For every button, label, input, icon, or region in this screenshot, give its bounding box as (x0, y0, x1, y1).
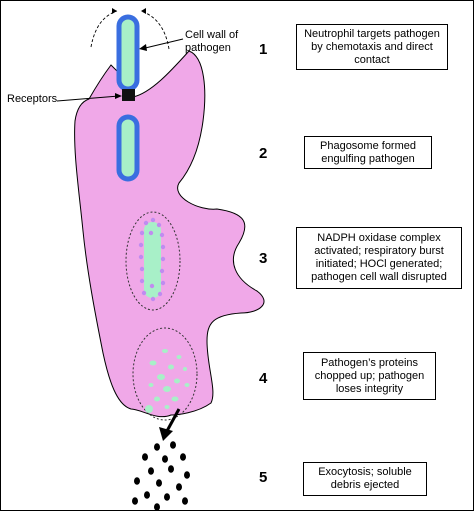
oxidant-dot (159, 268, 165, 274)
debris-particle (162, 455, 168, 463)
step-box-2: Phagosome formed engulfing pathogen (304, 136, 432, 169)
pathogen-fragment (145, 405, 153, 413)
pathogen-fragment (154, 396, 160, 402)
step-text-3: NADPH oxidase complex activated; respira… (311, 232, 447, 283)
step-number-4: 4 (259, 370, 268, 387)
debris-particle (142, 453, 148, 461)
oxidant-dot (157, 291, 163, 297)
step-box-5: Exocytosis; soluble debris ejected (303, 462, 427, 496)
chemotaxis-arrowhead-right (141, 8, 146, 14)
phagosome-membrane-step4 (132, 327, 198, 421)
step-box-3: NADPH oxidase complex activated; respira… (296, 227, 462, 289)
step-box-1: Neutrophil targets pathogen by chemotaxi… (296, 24, 448, 70)
step-number-3: 3 (259, 250, 268, 267)
cell-wall-pointer (140, 38, 184, 50)
pathogen-fragment (149, 360, 157, 366)
oxidant-dot (149, 283, 155, 289)
pathogen-fragment (168, 364, 174, 370)
cell-wall-label: Cell wall of pathogen (185, 29, 239, 54)
debris-particle (148, 467, 154, 475)
pathogen-fragment (174, 378, 180, 384)
oxidant-dot (139, 266, 145, 272)
debris-particle (154, 443, 160, 451)
debris-particle (170, 441, 176, 449)
step-number-5: 5 (259, 469, 268, 486)
ejected-debris (132, 441, 190, 510)
oxidant-dot (150, 296, 156, 302)
pathogen-fragment (164, 405, 170, 409)
pathogen-fragments (145, 349, 190, 413)
oxidant-dot (160, 256, 166, 262)
chemotaxis-arc-left (90, 10, 118, 48)
oxidant-dot (141, 290, 147, 296)
oxidant-dot (138, 254, 144, 260)
oxidant-dot (138, 242, 144, 248)
chemotaxis-arrowhead-left (112, 8, 117, 14)
pathogen-fragment (162, 349, 168, 353)
debris-particle (180, 453, 186, 461)
debris-particle (164, 493, 170, 501)
step-text-4: Pathogen’s proteins chopped up; pathogen… (314, 356, 425, 395)
oxidant-dot (143, 220, 149, 226)
debris-particle (176, 483, 182, 491)
step-text-2: Phagosome formed engulfing pathogen (320, 139, 416, 165)
oxidant-dots (138, 217, 166, 302)
oxidant-dot (148, 230, 154, 236)
oxidant-dot (139, 230, 145, 236)
pathogen-step1 (116, 14, 140, 92)
oxidant-dot (156, 222, 162, 228)
oxidant-dot (159, 232, 165, 238)
pathogen-step3 (144, 222, 161, 298)
pathogen-fragment (183, 367, 187, 371)
phagosome-step2 (116, 114, 140, 182)
debris-particle (134, 477, 140, 485)
receptors-label: Receptors (7, 93, 58, 105)
pathogen-fragment (176, 355, 182, 359)
debris-particle (184, 471, 190, 479)
pathogen-fragment (157, 374, 165, 380)
pathogen-fragment (171, 396, 179, 402)
exocytosis-arrowhead (159, 427, 173, 441)
receptors-arrowhead (115, 93, 122, 99)
step-number-1: 1 (259, 41, 268, 58)
cell-wall-arrowhead (139, 44, 147, 51)
step-box-4: Pathogen’s proteins chopped up; pathogen… (303, 352, 436, 400)
neutrophil-cell (74, 50, 265, 418)
pathogen-fragment (163, 386, 171, 392)
oxidant-dot (160, 280, 166, 286)
phagosome-membrane-step3 (125, 211, 181, 311)
exocytosis-arrow (165, 408, 181, 432)
debris-particle (132, 497, 138, 505)
step-number-2: 2 (259, 145, 268, 162)
oxidant-dot (150, 217, 156, 223)
pathogen-fragment (148, 383, 154, 387)
pathogen-fragment (184, 383, 190, 387)
oxidant-dot (139, 278, 145, 284)
debris-particle (154, 503, 160, 510)
debris-particle (144, 491, 150, 499)
receptors (122, 89, 135, 101)
receptors-pointer (56, 95, 120, 102)
debris-particle (156, 479, 162, 487)
step-text-5: Exocytosis; soluble debris ejected (318, 466, 412, 491)
debris-particle (168, 465, 174, 473)
oxidant-dot (160, 244, 166, 250)
step-text-1: Neutrophil targets pathogen by chemotaxi… (304, 27, 440, 66)
debris-particle (182, 497, 188, 505)
